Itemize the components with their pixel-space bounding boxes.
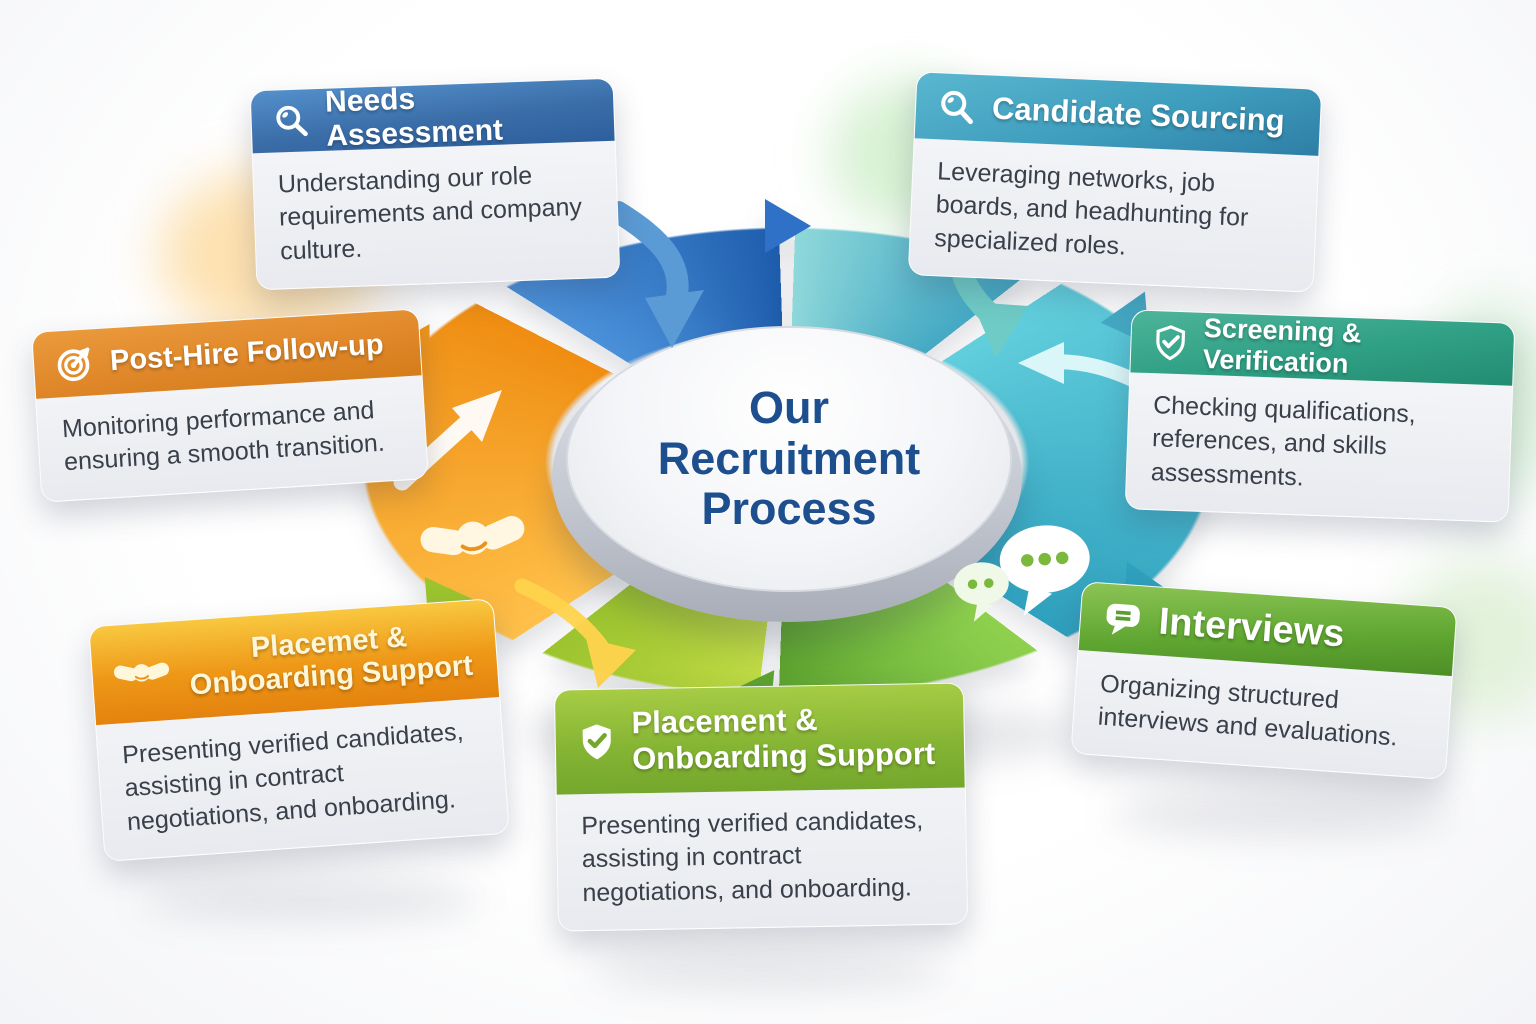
card-title: Post-Hire Follow-up xyxy=(109,328,385,377)
handshake-icon xyxy=(420,516,525,556)
card-post-hire-follow-up: Post-Hire Follow-up Monitoring performan… xyxy=(31,308,429,503)
target-dart-icon xyxy=(53,341,97,385)
card-needs-assessment: Needs Assessment Understanding our role … xyxy=(249,77,621,291)
shield-check-icon xyxy=(1151,323,1190,362)
card-title: Placemet & Onboarding Support xyxy=(188,620,474,702)
card-header: Screening & Verification xyxy=(1130,310,1515,386)
floor-shadow xyxy=(590,950,950,990)
card-placement-onboarding-support-orange: Placemet & Onboarding Support Presenting… xyxy=(88,598,510,862)
card-title: Candidate Sourcing xyxy=(991,90,1286,139)
card-body: Leveraging networks, job boards, and hea… xyxy=(933,157,1249,261)
floor-shadow xyxy=(1110,790,1450,836)
card-title: Screening & Verification xyxy=(1202,312,1362,379)
magnifier-icon xyxy=(935,85,979,129)
card-body: Presenting verified candidates, assistin… xyxy=(581,806,924,907)
card-candidate-sourcing: Candidate Sourcing Leveraging networks, … xyxy=(907,71,1323,293)
card-title: Placement & Onboarding Support xyxy=(631,702,936,777)
center-title-line: Recruitment xyxy=(657,432,921,484)
card-header: Candidate Sourcing xyxy=(914,72,1322,156)
card-header: Placemet & Onboarding Support xyxy=(89,599,500,726)
card-header: Post-Hire Follow-up xyxy=(32,309,422,399)
card-body: Presenting verified candidates, assistin… xyxy=(121,717,465,836)
center-title-line: Our xyxy=(748,382,829,434)
card-body: Checking qualifications, references, and… xyxy=(1150,391,1417,491)
magnifier-icon xyxy=(271,100,312,141)
card-title: Interviews xyxy=(1157,600,1346,655)
handshake-icon xyxy=(111,653,171,693)
center-disc: Our Recruitment Process xyxy=(566,326,1012,592)
card-header: Needs Assessment xyxy=(250,78,615,154)
card-interviews: Interviews Organizing structured intervi… xyxy=(1070,581,1458,780)
floor-shadow xyxy=(140,880,480,920)
card-screening-verification: Screening & Verification Checking qualif… xyxy=(1124,309,1516,523)
chat-bubbles-icon xyxy=(953,525,1090,622)
card-header: Placement & Onboarding Support xyxy=(554,683,965,795)
arrowhead-blue xyxy=(765,199,811,253)
shield-check-icon xyxy=(575,720,618,763)
card-body: Understanding our role requirements and … xyxy=(277,161,583,265)
center-title-line: Process xyxy=(701,483,877,535)
card-placement-onboarding-support: Placement & Onboarding Support Presentin… xyxy=(553,682,969,932)
chat-bubble-icon xyxy=(1099,596,1146,643)
card-header: Interviews xyxy=(1078,582,1457,677)
card-title: Needs Assessment xyxy=(324,82,504,153)
